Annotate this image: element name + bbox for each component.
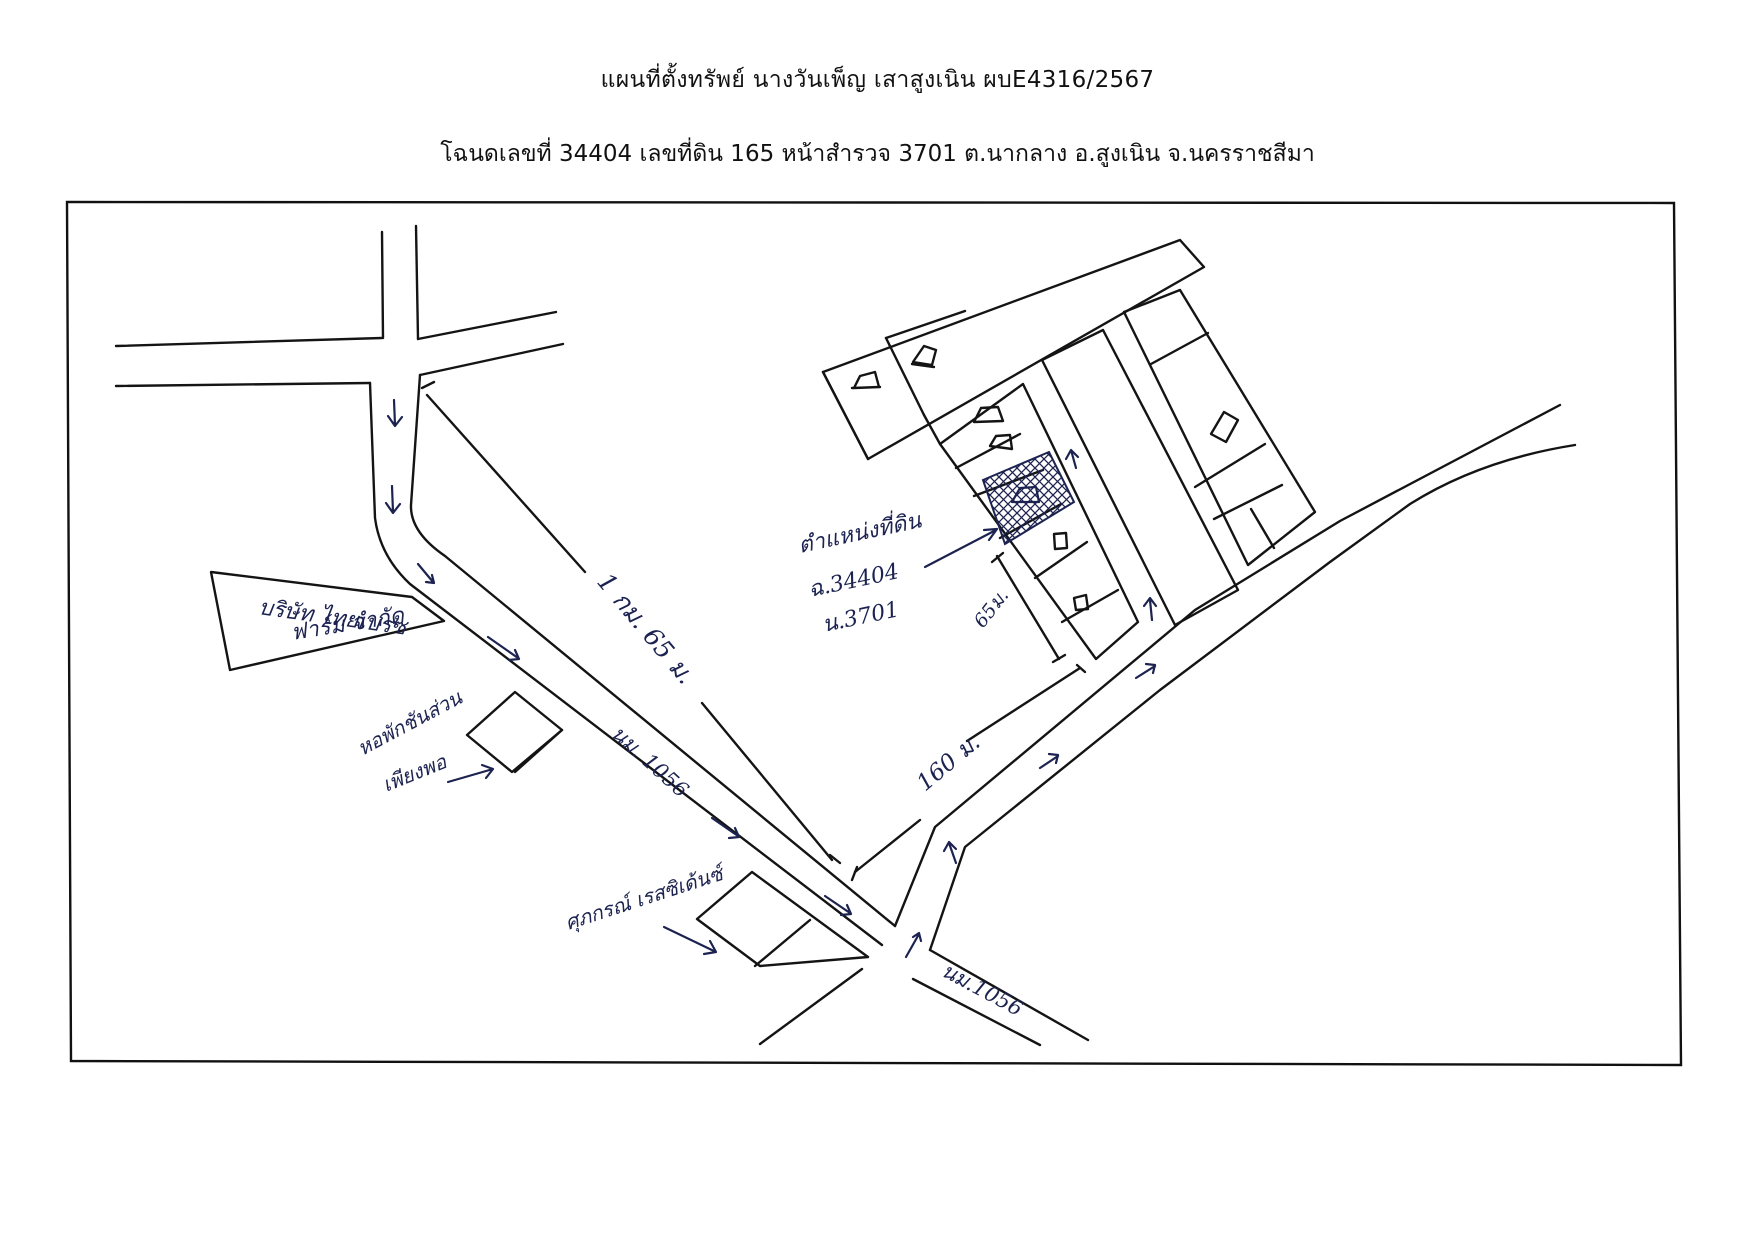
label-distance-long: 1 กม. 65 ม.	[591, 567, 700, 689]
label-site-line2: ฉ.34404	[806, 559, 901, 603]
label-site-line3: น.3701	[820, 597, 902, 638]
dorm-building	[465, 690, 564, 774]
branch-road	[893, 403, 1577, 952]
label-dorm-line1: หอพักชันส่วน	[353, 685, 467, 761]
resort-pointer-arrow	[662, 925, 718, 956]
resort-building	[695, 870, 870, 968]
site-pointer-arrow	[923, 527, 999, 569]
label-road-lower: นม.1056	[938, 958, 1027, 1021]
house-icons	[850, 344, 1240, 612]
dorm-pointer-arrow	[446, 763, 495, 784]
distance-lines	[420, 380, 1087, 882]
map-title: แผนที่ตั้งทรัพย์ นางวันเพ็ญ เสาสูงเนิน ผ…	[600, 67, 1155, 93]
direction-arrows	[384, 398, 1158, 959]
target-parcel	[981, 450, 1076, 546]
top-cross-road	[114, 224, 565, 388]
map-frame	[65, 200, 1683, 1067]
plot-blocks	[821, 238, 1317, 661]
label-site-line1: ตำแหน่งที่ดิน	[795, 504, 924, 559]
label-dorm-line2: เพียงพอ	[379, 749, 451, 797]
company-building	[209, 570, 446, 672]
deed-subtitle: โฉนดเลขที่ 34404 เลขที่ดิน 165 หน้าสำรวจ…	[440, 141, 1315, 167]
label-distance-160: 160 ม.	[912, 729, 985, 796]
road-1056	[368, 373, 1090, 1047]
label-road-upper: นม. 1056	[607, 721, 694, 802]
label-distance-65: 65ม.	[970, 585, 1014, 632]
